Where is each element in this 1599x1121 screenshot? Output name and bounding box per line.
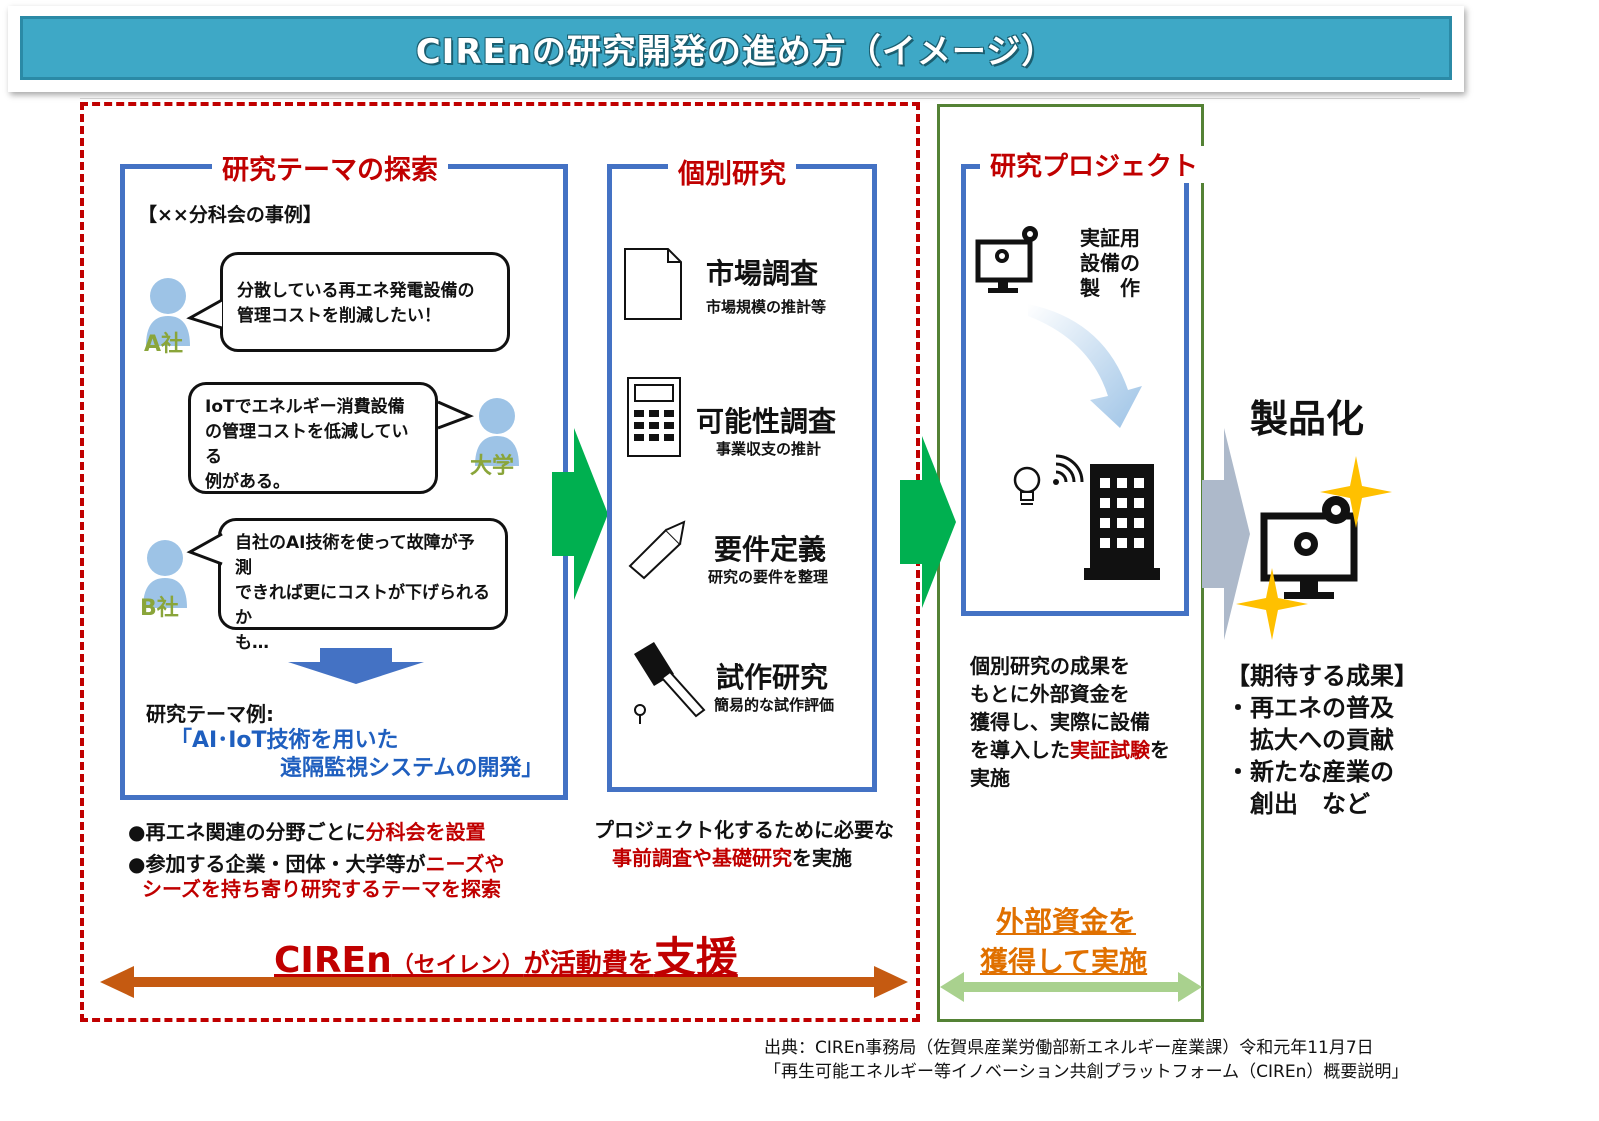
bubble-b-tail xyxy=(186,532,223,566)
expected-results: 【期待する成果】 ・再エネの普及 拡大への貢献 ・新たな産業の 創出 など xyxy=(1226,660,1418,820)
support-cirен: CIREn xyxy=(274,940,392,981)
support-middle: が活動費を xyxy=(523,949,654,979)
page-title: CIREnの研究開発の進め方（イメージ） xyxy=(415,31,1057,72)
flow-arrow-2 xyxy=(900,436,956,608)
theme-example-label: 研究テーマ例: xyxy=(146,702,274,726)
project-description: 個別研究の成果を もとに外部資金を 獲得し、実際に設備 を導入した実証試験を 実… xyxy=(970,652,1170,792)
title-underline xyxy=(80,98,1420,99)
speech-bubble-university: IoTでエネルギー消費設備 の管理コストを低減している 例がある。 xyxy=(188,382,438,494)
university-label: 大学 xyxy=(470,454,515,479)
note-subcommittee: ●再エネ関連の分野ごとに分科会を設置 xyxy=(128,816,485,845)
item-title-requirements: 要件定義 xyxy=(714,533,827,566)
note1-prefix: ●再エネ関連の分野ごとに xyxy=(128,820,366,844)
research-project-heading: 研究プロジェクト xyxy=(980,146,1209,183)
theme-exploration-heading: 研究テーマの探索 xyxy=(212,148,448,187)
funding-double-arrow xyxy=(940,972,1202,1002)
bulb-icon xyxy=(1013,466,1041,505)
note1-highlight: 分科会を設置 xyxy=(365,820,486,844)
individual-note-highlight: 事前調査や基礎研究 xyxy=(612,846,792,870)
note2-highlight1: ニーズや xyxy=(425,852,505,876)
bubble-b-line2: できれば更にコストが下げられるか xyxy=(235,583,490,628)
demo-line1: 実証用 xyxy=(1080,226,1140,250)
title-banner: CIREnの研究開発の進め方（イメージ） xyxy=(20,16,1452,80)
desc-line5: 実施 xyxy=(970,766,1010,790)
support-reading: （セイレン） xyxy=(391,953,524,978)
expected-label: 【期待する成果】 xyxy=(1226,662,1418,690)
document-icon xyxy=(624,248,682,320)
hammer-icon xyxy=(634,642,706,724)
support-banner: CIREn（セイレン）が活動費を支援 xyxy=(274,924,738,985)
individual-note-line2: 事前調査や基礎研究を実施 xyxy=(612,842,852,871)
note2-prefix: ●参加する企業・団体・大学等が xyxy=(128,852,426,876)
speech-bubble-b: 自社のAI技術を使って故障が予測 できれば更にコストが下げられるか も… xyxy=(218,518,508,653)
sparkle-icon xyxy=(1320,456,1392,528)
building-icon xyxy=(1084,464,1160,580)
desc-line3: 獲得し、実際に設備 xyxy=(970,710,1150,734)
down-arrow-icon xyxy=(288,648,424,684)
speech-bubble-a: 分散している再エネ発電設備の 管理コストを削減したい！ xyxy=(220,252,510,352)
person-icon xyxy=(475,398,519,466)
desc-line4-highlight: 実証試験 xyxy=(1070,738,1150,762)
wifi-icon xyxy=(1053,454,1084,485)
desc-line2: もとに外部資金を xyxy=(970,682,1130,706)
flow-arrow-3 xyxy=(1202,428,1250,640)
bubble-u-line2: の管理コストを低減している xyxy=(205,422,409,467)
bubble-u-line3: 例がある。 xyxy=(205,472,290,492)
source-line1: 出典：CIREn事務局（佐賀県産業労働部新エネルギー産業課）令和元年11月7日 xyxy=(764,1038,1374,1058)
monitor-gear-icon xyxy=(975,226,1038,293)
product-heading: 製品化 xyxy=(1250,397,1365,441)
title-bar: CIREnの研究開発の進め方（イメージ） xyxy=(8,6,1464,92)
note2-highlight2: シーズを持ち寄り研究するテーマを探索 xyxy=(142,877,501,901)
bubble-u-line1: IoTでエネルギー消費設備 xyxy=(205,397,405,417)
expected-line1: ・再エネの普及 xyxy=(1226,694,1394,722)
bubble-a-line1: 分散している再エネ発電設備の xyxy=(237,281,475,301)
item-sub-requirements: 研究の要件を整理 xyxy=(708,568,829,586)
demo-line3: 製 作 xyxy=(1080,276,1140,300)
individual-note-line1: プロジェクト化するために必要な xyxy=(594,818,894,842)
item-sub-prototype: 簡易的な試作評価 xyxy=(714,696,835,714)
desc-line4-suffix: を xyxy=(1150,738,1170,762)
support-emphasis: 支援 xyxy=(653,933,738,982)
item-title-prototype: 試作研究 xyxy=(716,661,829,694)
theme-example-line2: 遠隔監視システムの開発」 xyxy=(280,756,544,781)
expected-line2: 拡大への貢献 xyxy=(1250,726,1394,754)
funding-line2: 獲得して実施 xyxy=(980,945,1148,978)
expected-line4: 創出 など xyxy=(1250,790,1370,818)
bubble-a-tail xyxy=(186,298,223,330)
bubble-b-line1: 自社のAI技術を使って故障が予測 xyxy=(235,533,475,578)
note-participants: ●参加する企業・団体・大学等がニーズや xyxy=(128,848,504,877)
individual-note-suffix: を実施 xyxy=(792,846,852,870)
source-citation: 出典：CIREn事務局（佐賀県産業労働部新エネルギー産業課）令和元年11月7日 … xyxy=(764,1036,1408,1084)
item-title-market: 市場調査 xyxy=(706,257,819,290)
item-sub-feasibility: 事業収支の推計 xyxy=(716,440,822,458)
theme-example-line1: 「AI･IoT技術を用いた xyxy=(170,728,399,753)
desc-line4: を導入した実証試験を xyxy=(970,736,1170,764)
sparkle-icon xyxy=(1236,568,1308,640)
desc-line1: 個別研究の成果を xyxy=(970,654,1130,678)
demo-line2: 設備の xyxy=(1080,251,1140,275)
flow-arrow-1 xyxy=(552,428,608,600)
curved-arrow xyxy=(1028,304,1142,428)
person-icon xyxy=(143,540,187,608)
bubble-b-line3: も… xyxy=(235,633,269,653)
demo-equipment-text: 実証用 設備の 製 作 xyxy=(1080,226,1140,301)
item-sub-market: 市場規模の推計等 xyxy=(706,298,827,316)
support-double-arrow xyxy=(100,966,908,998)
company-b-label: B社 xyxy=(140,596,179,621)
monitor-gear-icon xyxy=(1260,496,1358,599)
item-title-feasibility: 可能性調査 xyxy=(696,405,837,438)
case-label: 【××分科会の事例】 xyxy=(138,204,322,226)
person-icon xyxy=(146,278,190,346)
pencil-icon xyxy=(628,520,686,580)
individual-research-heading: 個別研究 xyxy=(668,152,796,191)
bubble-u-tail xyxy=(437,400,474,430)
calculator-icon xyxy=(627,377,681,457)
expected-line3: ・新たな産業の xyxy=(1226,758,1394,786)
bubble-a-line2: 管理コストを削減したい！ xyxy=(237,306,441,326)
source-line2: 「再生可能エネルギー等イノベーション共創プラットフォーム（CIREn）概要説明」 xyxy=(764,1062,1409,1082)
company-a-label: A社 xyxy=(144,332,184,357)
desc-line4-prefix: を導入した xyxy=(970,738,1070,762)
funding-line1: 外部資金を xyxy=(996,905,1137,938)
